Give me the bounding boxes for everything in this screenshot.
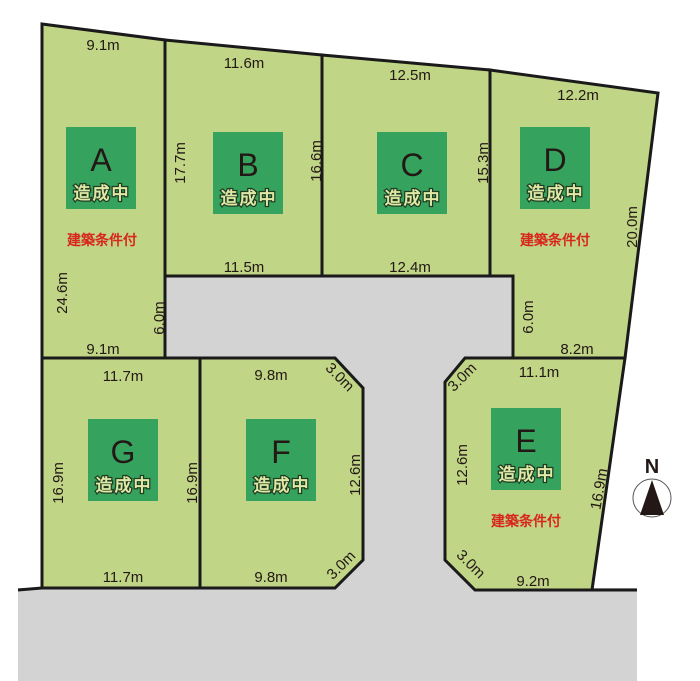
lot-letter: E <box>515 423 536 459</box>
dimension-label: 9.1m <box>86 341 119 358</box>
dimension-label: 16.9m <box>588 467 612 511</box>
dimension-label: 12.2m <box>557 87 599 104</box>
dimension-label: 15.3m <box>475 142 492 184</box>
dimension-label: 12.5m <box>389 67 431 84</box>
dimension-label: 6.0m <box>520 300 537 333</box>
road-main <box>18 588 637 681</box>
dimension-label: 20.0m <box>624 206 641 248</box>
lot-letter: G <box>111 434 136 470</box>
lot-c[interactable]: C 造成中 12.5m 15.3m 12.4m <box>320 53 492 278</box>
north-arrow-icon <box>632 478 672 518</box>
lot-status: 造成中 <box>96 475 153 496</box>
lot-g[interactable]: G 造成中 11.7m 16.9m 16.9m 11.7m <box>40 356 202 590</box>
compass: N <box>632 456 672 518</box>
building-area <box>377 132 447 214</box>
dimension-label: 12.6m <box>454 444 471 486</box>
building-area <box>491 408 561 490</box>
lot-status: 造成中 <box>221 188 278 209</box>
lot-status: 造成中 <box>254 475 311 496</box>
dimension-label: 11.5m <box>224 259 265 276</box>
dimension-label: 16.9m <box>50 462 67 504</box>
lot-status: 造成中 <box>385 188 442 209</box>
dimension-label: 9.8m <box>254 569 287 586</box>
building-area <box>213 132 283 214</box>
dimension-label: 8.2m <box>560 341 593 358</box>
dimension-label: 11.6m <box>224 55 265 72</box>
dimension-label: 11.7m <box>103 569 144 586</box>
lot-letter: B <box>237 147 258 183</box>
lot-letter: C <box>400 147 423 183</box>
lot-status: 造成中 <box>528 183 585 204</box>
dimension-label: 11.7m <box>103 368 144 385</box>
dimension-label: 11.1m <box>519 364 560 381</box>
dimension-label: 17.7m <box>172 142 189 184</box>
building-area <box>66 127 136 209</box>
dimension-label: 12.6m <box>347 454 364 496</box>
lot-letter: A <box>90 142 112 178</box>
dimension-label: 16.9m <box>184 462 201 504</box>
building-area <box>520 127 590 209</box>
dimension-label: 24.6m <box>54 272 71 314</box>
dimension-label: 6.0m <box>151 301 168 334</box>
lot-status: 造成中 <box>499 464 556 485</box>
lot-status: 造成中 <box>74 183 131 204</box>
building-condition-label: 建築条件付 <box>67 232 137 249</box>
dimension-label: 9.8m <box>254 367 287 384</box>
building-area <box>88 419 158 501</box>
dimension-label: 9.2m <box>516 573 549 590</box>
lot-letter: F <box>271 434 291 470</box>
building-condition-label: 建築条件付 <box>491 513 561 530</box>
dimension-label: 9.1m <box>86 37 119 54</box>
building-area <box>246 419 316 501</box>
dimension-label: 12.4m <box>389 259 431 276</box>
lot-letter: D <box>543 142 566 178</box>
building-condition-label: 建築条件付 <box>520 232 590 249</box>
compass-label: N <box>645 456 659 478</box>
